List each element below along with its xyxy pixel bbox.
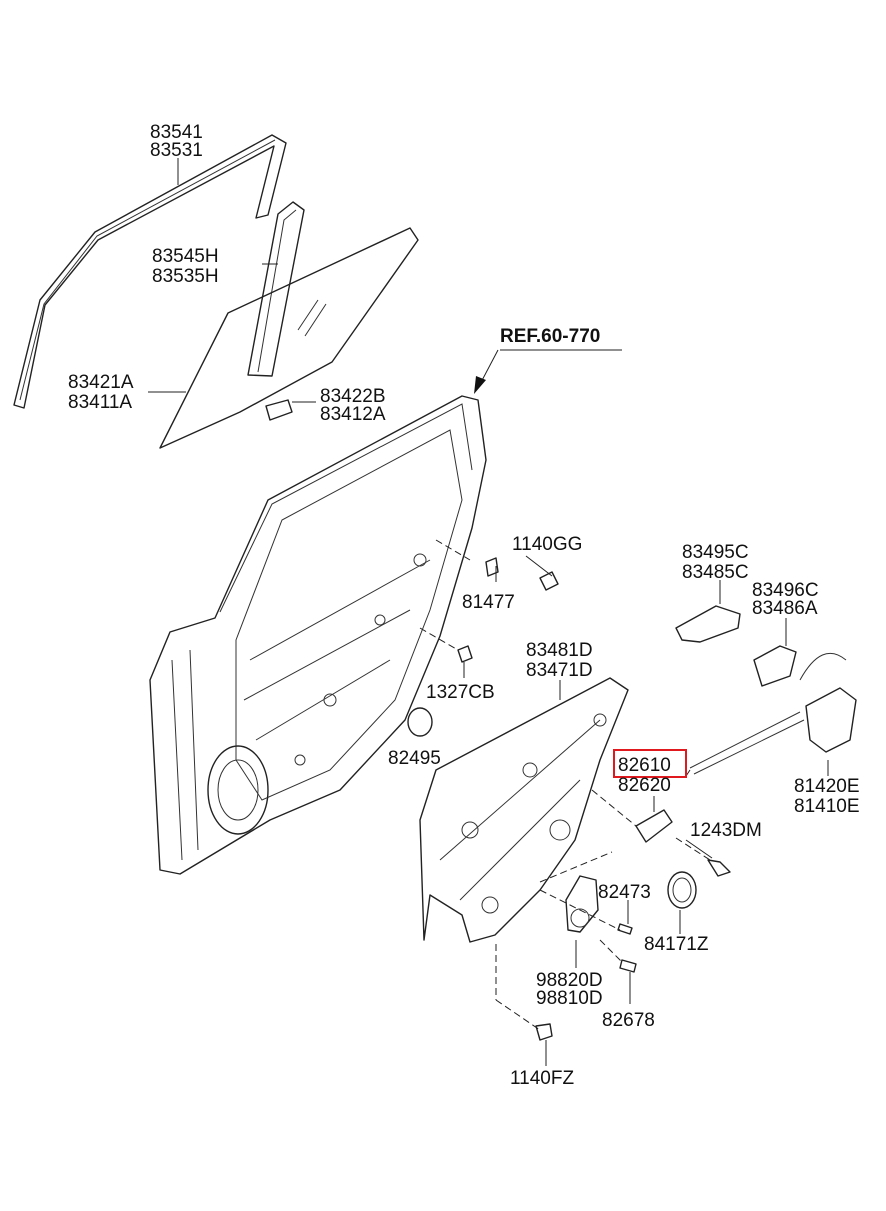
screw-82473	[617, 923, 633, 935]
label-83471D: 83471D	[526, 660, 593, 681]
seal-ring-84171Z	[667, 871, 697, 909]
label-1140FZ: 1140FZ	[510, 1068, 574, 1089]
label-81410E: 81410E	[794, 796, 860, 817]
door-frame-channel-strip	[13, 134, 287, 409]
glass-holder-clip	[265, 399, 293, 421]
inside-handle-bracket	[675, 605, 741, 643]
assembly-dashed-lines	[419, 539, 711, 1031]
door-module-panel	[419, 677, 629, 943]
inside-door-handle	[635, 809, 673, 843]
label-82473: 82473	[598, 882, 651, 903]
label-1327CB: 1327CB	[426, 682, 495, 703]
clip-81477	[485, 557, 499, 577]
bolt-1140GG	[539, 571, 559, 591]
bolt-1140FZ	[535, 1023, 553, 1041]
label-83486A: 83486A	[752, 598, 818, 619]
label-83495C: 83495C	[682, 542, 749, 563]
label-83545H: 83545H	[152, 246, 219, 267]
screw-1243DM	[707, 859, 731, 877]
label-83412A: 83412A	[320, 404, 386, 425]
part-labels: REF.60-770 83541 83531 83545H 83535H 834…	[68, 122, 860, 1089]
door-latch-actuator	[689, 652, 857, 775]
label-83421A: 83421A	[68, 372, 134, 393]
label-81420E: 81420E	[794, 776, 860, 797]
ref-arrowhead	[474, 376, 486, 394]
grommet-82495	[407, 707, 433, 737]
label-83481D: 83481D	[526, 640, 593, 661]
label-82620: 82620	[618, 775, 671, 796]
label-83411A: 83411A	[68, 392, 132, 413]
handle-rod-bracket	[753, 645, 797, 687]
label-1243DM: 1243DM	[690, 820, 762, 841]
label-83422B: 83422B	[320, 386, 386, 407]
ref-label: REF.60-770	[500, 326, 600, 347]
glass-run-channel	[247, 201, 305, 377]
label-82610: 82610	[618, 755, 671, 776]
label-98810D: 98810D	[536, 988, 603, 1009]
label-84171Z: 84171Z	[644, 934, 709, 955]
leader-lines	[148, 158, 829, 1066]
label-83496C: 83496C	[752, 580, 819, 601]
label-1140GG: 1140GG	[512, 534, 582, 555]
door-glass	[159, 227, 419, 449]
label-82678: 82678	[602, 1010, 655, 1031]
label-83485C: 83485C	[682, 562, 749, 583]
label-81477: 81477	[462, 592, 515, 613]
nut-1327CB	[457, 645, 473, 663]
rear-door-panel	[149, 395, 487, 875]
label-98820D: 98820D	[536, 970, 603, 991]
label-83535H: 83535H	[152, 266, 219, 287]
label-83541: 83541	[150, 122, 203, 143]
highlight-box-82610	[613, 749, 687, 778]
window-regulator-motor	[565, 875, 599, 933]
bolt-82678	[619, 959, 637, 973]
label-82495: 82495	[388, 748, 441, 769]
label-83531: 83531	[150, 140, 203, 161]
